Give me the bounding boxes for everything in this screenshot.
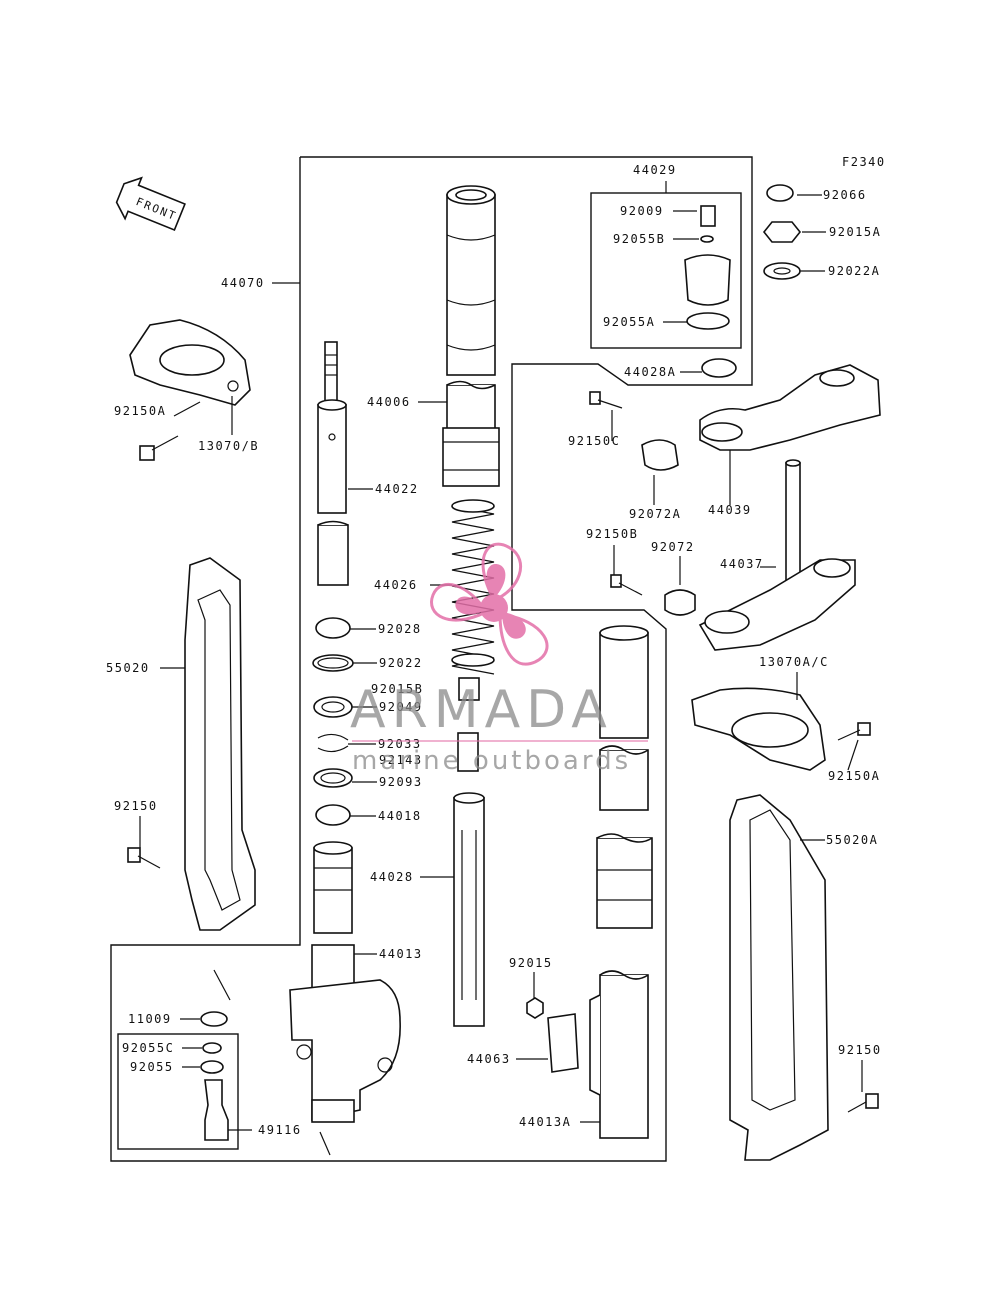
- label-44022: 44022: [375, 482, 419, 496]
- collar-92072: [664, 589, 696, 616]
- bolt-92150-right: [847, 1093, 879, 1113]
- label-11009: 11009: [128, 1012, 172, 1026]
- bolt-92150c: [589, 391, 623, 409]
- label-92055b: 92055B: [613, 232, 665, 246]
- collar-92072a: [641, 439, 679, 471]
- propeller-logo-icon: [430, 542, 549, 666]
- label-44070: 44070: [221, 276, 265, 290]
- bolt-92150a-top: [139, 435, 179, 461]
- nut-92015: [526, 997, 544, 1019]
- oring-92055b: [700, 235, 714, 243]
- label-92150a-top: 92150A: [114, 404, 166, 418]
- label-92015a: 92015A: [829, 225, 881, 239]
- fork-spring: [451, 499, 495, 675]
- label-44039: 44039: [708, 503, 752, 517]
- label-92055c: 92055C: [122, 1041, 174, 1055]
- seal-44028a: [701, 358, 737, 378]
- label-92066: 92066: [823, 188, 867, 202]
- label-92022a: 92022A: [828, 264, 880, 278]
- cylinder-pipe: [453, 792, 485, 1027]
- oring-92055: [200, 1060, 224, 1074]
- label-92150c: 92150C: [568, 434, 620, 448]
- damper-rod: [317, 341, 349, 586]
- label-44006: 44006: [367, 395, 411, 409]
- part-labels: 44070 44029 92009 92055B 92055A 44028A 9…: [106, 163, 882, 1137]
- label-92150a-mid: 92150A: [828, 769, 880, 783]
- outer-fork-leg-left: [289, 944, 401, 1123]
- label-55020a: 55020A: [826, 833, 878, 847]
- label-92093: 92093: [379, 775, 423, 789]
- oring-92055c: [202, 1042, 222, 1054]
- label-92015: 92015: [509, 956, 553, 970]
- fork-cap-bolt: [684, 254, 731, 306]
- diagram-code: F2340: [842, 155, 886, 169]
- label-92072a: 92072A: [629, 507, 681, 521]
- nut-92015b: [458, 677, 480, 701]
- label-92150-left: 92150: [114, 799, 158, 813]
- label-44013: 44013: [379, 947, 423, 961]
- outer-fork-leg-right: [589, 625, 653, 1139]
- screw-92009: [700, 205, 716, 227]
- label-44063: 44063: [467, 1052, 511, 1066]
- oring-92055a: [686, 312, 730, 330]
- nut-92015a: [762, 221, 802, 243]
- label-13070ac: 13070A/C: [759, 655, 829, 669]
- seal-rings-stack: [312, 617, 354, 826]
- label-49116: 49116: [258, 1123, 302, 1137]
- cap-92066: [766, 184, 794, 202]
- label-92049: 92049: [379, 700, 423, 714]
- washer-11009: [200, 1011, 228, 1027]
- label-44028a: 44028A: [624, 365, 676, 379]
- label-92055a: 92055A: [603, 315, 655, 329]
- watermark-tagline: marine outboards: [352, 746, 631, 776]
- label-44013a: 44013A: [519, 1115, 571, 1129]
- label-92072: 92072: [651, 540, 695, 554]
- washer-92022a: [763, 262, 801, 280]
- label-92028: 92028: [378, 622, 422, 636]
- front-arrow-icon: FRONT: [115, 176, 186, 232]
- watermark: ARMADA marine outboards: [350, 542, 648, 776]
- label-55020: 55020: [106, 661, 150, 675]
- fork-guard-right: [729, 794, 829, 1161]
- valve-subassembly-box: [117, 1033, 239, 1150]
- main-assembly-boundary: [110, 156, 753, 1162]
- slide-bushing: [313, 841, 353, 934]
- label-92015b: 92015B: [371, 682, 423, 696]
- collar-92143: [457, 732, 479, 772]
- label-44037: 44037: [720, 557, 764, 571]
- leader-lines: [139, 181, 863, 1156]
- label-44028: 44028: [370, 870, 414, 884]
- label-92022: 92022: [379, 656, 423, 670]
- watermark-brand: ARMADA: [350, 680, 613, 740]
- steering-stem: [698, 459, 856, 651]
- valve-49116: [204, 1079, 229, 1141]
- label-92009: 92009: [620, 204, 664, 218]
- label-92055: 92055: [130, 1060, 174, 1074]
- bolt-92150a-mid: [837, 722, 871, 741]
- label-92143: 92143: [379, 753, 423, 767]
- label-44029: 44029: [633, 163, 677, 177]
- label-92150-right: 92150: [838, 1043, 882, 1057]
- axle-clamp: [547, 1013, 579, 1073]
- label-44026: 44026: [374, 578, 418, 592]
- bolt-92150-left: [127, 847, 161, 869]
- label-13070b: 13070/B: [198, 439, 259, 453]
- label-92150b: 92150B: [586, 527, 638, 541]
- label-44018: 44018: [378, 809, 422, 823]
- fork-guard-left: [184, 557, 256, 931]
- inner-fork-tube: [442, 185, 500, 487]
- bolt-92150b: [610, 574, 643, 596]
